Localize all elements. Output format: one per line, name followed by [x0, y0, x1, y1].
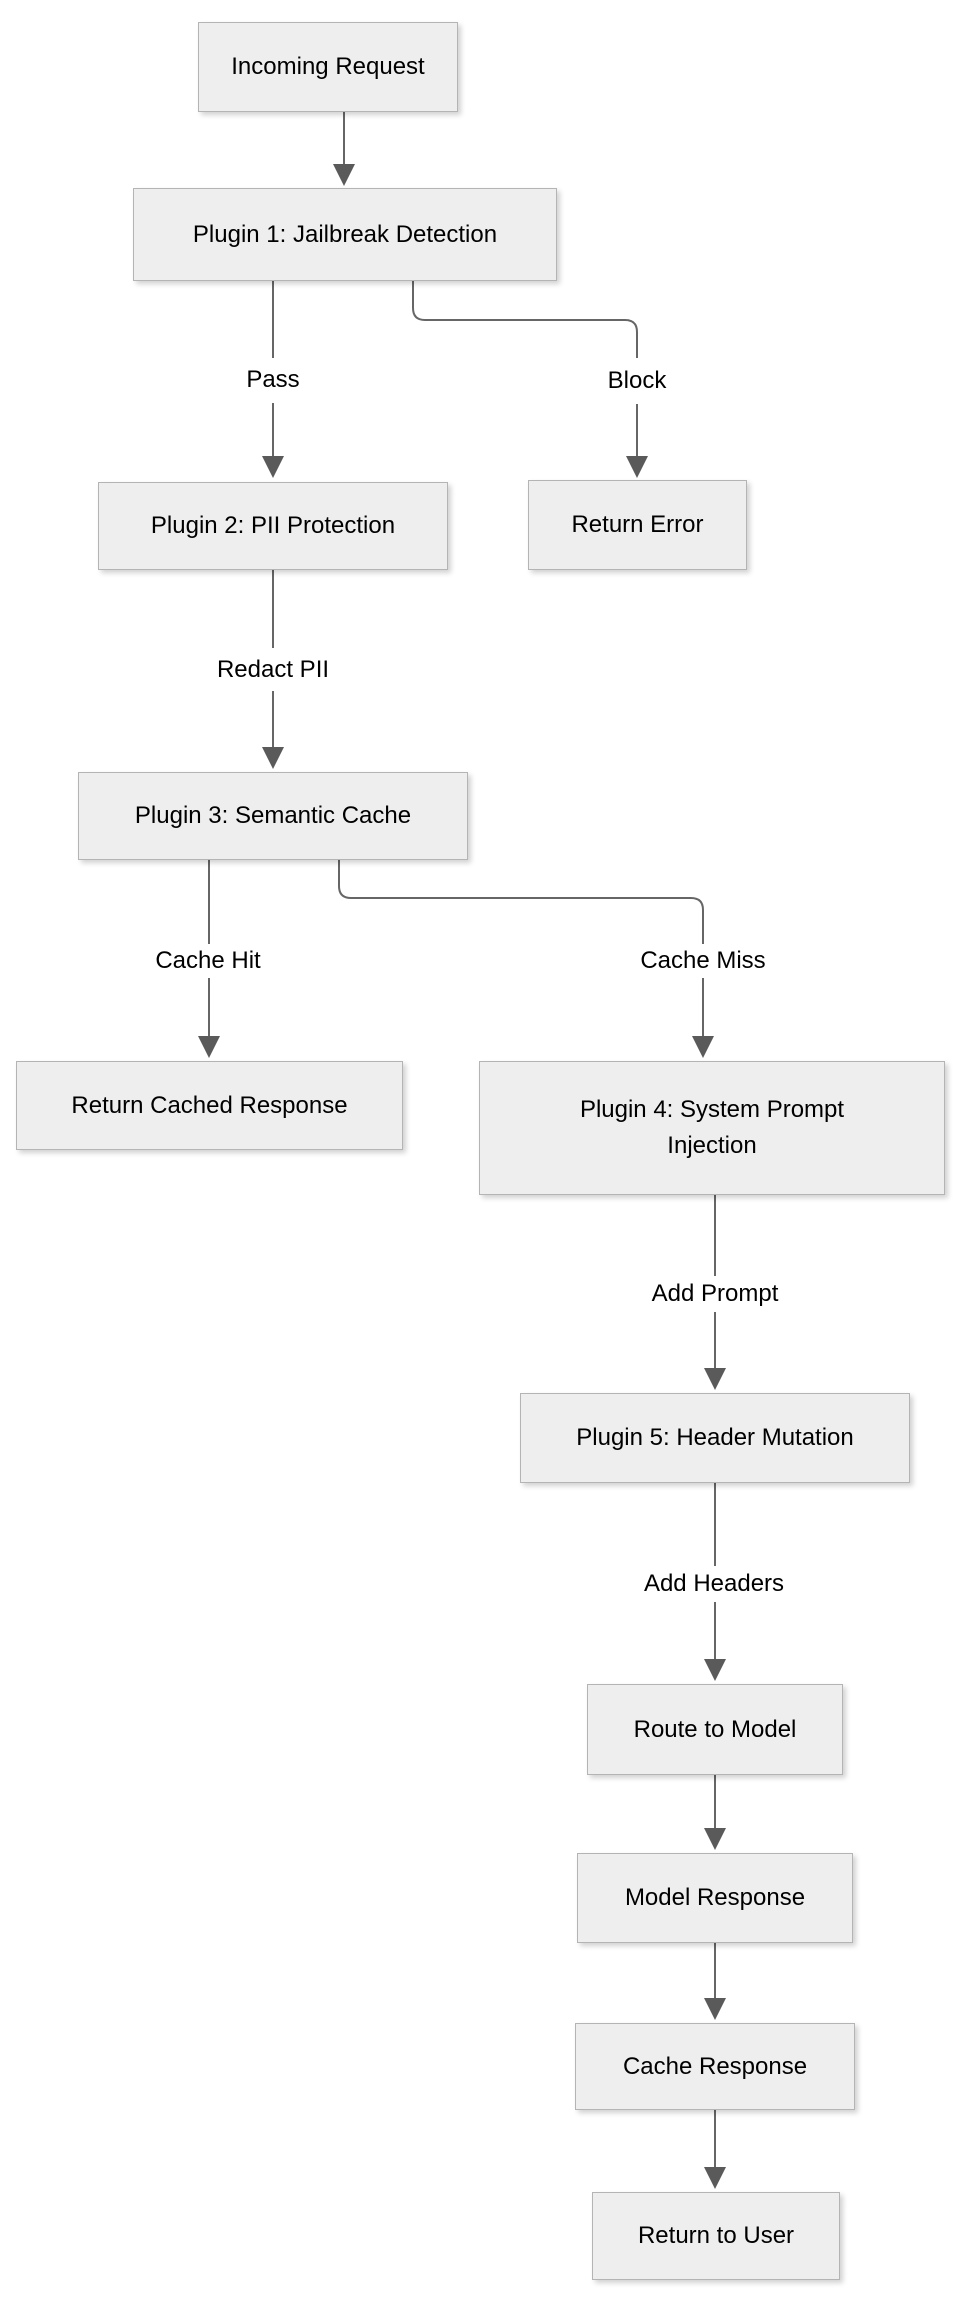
- node-plugin5-header-mutation: Plugin 5: Header Mutation: [520, 1393, 910, 1483]
- edge-label-cache-miss: Cache Miss: [634, 947, 772, 975]
- node-route-to-model: Route to Model: [587, 1684, 843, 1775]
- node-return-to-user: Return to User: [592, 2192, 840, 2280]
- node-label: Return Cached Response: [71, 1091, 348, 1119]
- edge-label-redact-pii: Redact PII: [210, 656, 336, 684]
- node-label: Cache Response: [622, 2052, 808, 2080]
- node-label: Route to Model: [633, 1715, 797, 1743]
- node-plugin4-system-prompt-injection: Plugin 4: System Prompt Injection: [479, 1061, 945, 1195]
- node-return-error: Return Error: [528, 480, 747, 570]
- node-model-response: Model Response: [577, 1853, 853, 1943]
- node-label: Plugin 2: PII Protection: [150, 512, 396, 539]
- node-plugin1-jailbreak-detection: Plugin 1: Jailbreak Detection: [133, 188, 557, 281]
- node-plugin3-semantic-cache: Plugin 3: Semantic Cache: [78, 772, 468, 860]
- node-plugin2-pii-protection: Plugin 2: PII Protection: [98, 482, 448, 570]
- node-label: Model Response: [624, 1884, 806, 1911]
- node-return-cached-response: Return Cached Response: [16, 1061, 403, 1150]
- edge-label-add-prompt: Add Prompt: [645, 1280, 785, 1308]
- node-label: Plugin 1: Jailbreak Detection: [192, 220, 498, 248]
- edge-plugin3-to-plugin4-cache-miss: [338, 860, 704, 1036]
- node-label: Return to User: [637, 2222, 795, 2249]
- node-cache-response: Cache Response: [575, 2023, 855, 2110]
- edge-label-block: Block: [601, 367, 673, 395]
- node-label: Return Error: [571, 511, 704, 538]
- edge-plugin1-to-return-error-block: [412, 281, 638, 456]
- edge-label-cache-hit: Cache Hit: [149, 947, 267, 975]
- node-incoming-request: Incoming Request: [198, 22, 458, 112]
- node-label: Incoming Request: [231, 53, 425, 80]
- node-label: Plugin 5: Header Mutation: [576, 1424, 854, 1451]
- edge-label-pass: Pass: [240, 366, 306, 394]
- edge-label-add-headers: Add Headers: [637, 1570, 791, 1598]
- arrowheads: [198, 164, 726, 2189]
- node-label: Plugin 4: System Prompt Injection: [579, 1096, 845, 1159]
- node-label: Plugin 3: Semantic Cache: [134, 802, 412, 829]
